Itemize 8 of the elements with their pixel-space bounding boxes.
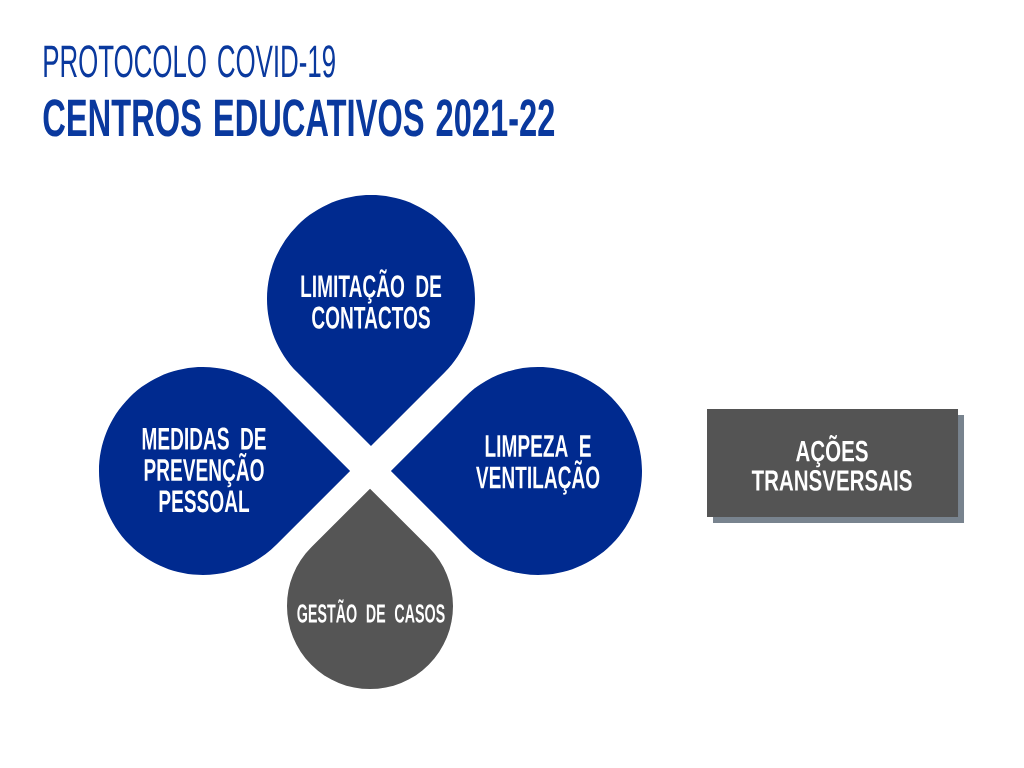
teardrop: MEDIDAS DE PREVENÇÃO PESSOAL [99,367,351,575]
title: PROTOCOLO COVID-19 [44,45,335,78]
box: AÇÕES TRANSVERSAIS [707,409,964,523]
heading: CENTROS EDUCATIVOS 2021-22 [43,99,555,137]
teardrop: GESTÃO DE CASOS [287,488,453,689]
teardrop: LIMITAÇÃO DE CONTACTOS [267,195,475,447]
teardrop: LIMPEZA E VENTILAÇÃO [390,367,642,575]
node-label: LIMITAÇÃO DE CONTACTOS [301,269,442,329]
